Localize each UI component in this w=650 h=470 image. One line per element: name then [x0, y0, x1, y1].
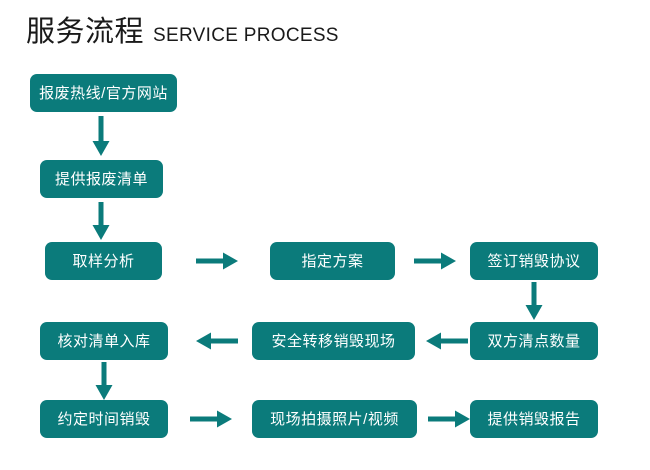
flow-node-n3[interactable]: 取样分析 [45, 242, 162, 280]
flow-node-label: 报废热线/官方网站 [39, 84, 168, 102]
arrow-right-icon-c10 [428, 404, 470, 434]
flow-node-label: 现场拍摄照片/视频 [270, 410, 399, 428]
flow-node-label: 取样分析 [72, 252, 135, 270]
arrow-down-icon-c8 [88, 362, 120, 400]
flow-node-label: 提供销毁报告 [487, 410, 581, 428]
flow-node-label: 安全转移销毁现场 [271, 332, 396, 350]
flow-node-label: 核对清单入库 [57, 332, 151, 350]
flow-node-label: 指定方案 [301, 252, 364, 270]
arrow-right-icon-c3 [196, 246, 238, 276]
flow-node-n8[interactable]: 核对清单入库 [40, 322, 168, 360]
flow-node-n4[interactable]: 指定方案 [270, 242, 395, 280]
flow-node-label: 双方清点数量 [487, 332, 581, 350]
arrow-right-icon-c4 [414, 246, 456, 276]
arrow-down-icon-c2 [85, 202, 117, 240]
flow-node-label: 签订销毁协议 [487, 252, 581, 270]
flow-node-n10[interactable]: 现场拍摄照片/视频 [252, 400, 417, 438]
arrow-down-icon-c1 [85, 116, 117, 156]
flow-node-n5[interactable]: 签订销毁协议 [470, 242, 598, 280]
page-title: 服务流程 SERVICE PROCESS [26, 18, 339, 47]
arrow-down-icon-c5 [518, 282, 550, 320]
flow-node-n9[interactable]: 约定时间销毁 [40, 400, 168, 438]
arrow-left-icon-c7 [196, 326, 238, 356]
arrow-right-icon-c9 [190, 404, 232, 434]
arrow-left-icon-c6 [426, 326, 468, 356]
flow-node-n2[interactable]: 提供报废清单 [40, 160, 163, 198]
flow-node-label: 提供报废清单 [54, 170, 148, 188]
flow-node-n1[interactable]: 报废热线/官方网站 [30, 74, 177, 112]
page-title-chinese: 服务流程 [26, 16, 145, 48]
flow-node-label: 约定时间销毁 [57, 410, 151, 428]
flow-node-n6[interactable]: 双方清点数量 [470, 322, 598, 360]
flow-node-n7[interactable]: 安全转移销毁现场 [252, 322, 415, 360]
flow-node-n11[interactable]: 提供销毁报告 [470, 400, 598, 438]
page-title-english: SERVICE PROCESS [153, 25, 339, 46]
